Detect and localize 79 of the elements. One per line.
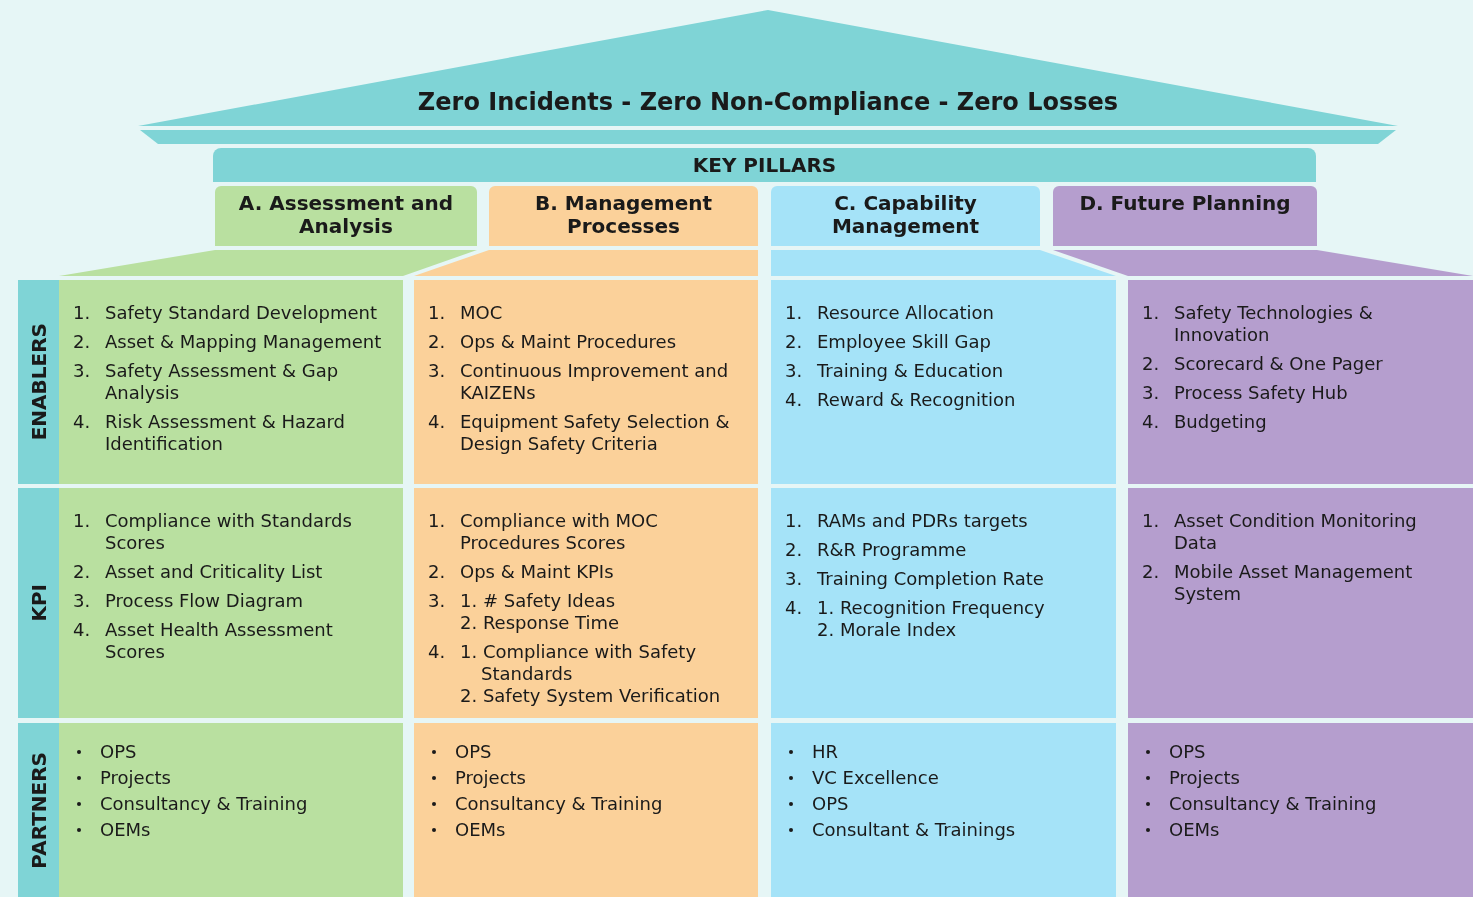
pillar-header (771, 186, 1040, 246)
list-item: OPS (1146, 741, 1465, 763)
list-item: 1. Safety Standard Development (73, 302, 379, 324)
roof-title: Zero Incidents - Zero Non-Compliance - Zero Losses (416, 87, 1120, 118)
list-item: 4. 1. Recognition Frequency (785, 597, 1046, 619)
list-item: 3. Process Safety Hub (1142, 382, 1349, 404)
list-item: 2. Asset and Criticality List (73, 561, 324, 583)
pillar-cell (771, 488, 1116, 718)
list-item: 1. MOC (428, 302, 504, 324)
pillar-header (1053, 186, 1317, 246)
row-label-band (18, 488, 59, 718)
list-item: Projects (1146, 767, 1465, 789)
list-item: 3. Safety Assessment & Gap Analysis (73, 360, 340, 404)
list-item: 2. Morale Index (816, 619, 958, 641)
row-label: KPI (25, 584, 52, 622)
list-item: 1. Resource Allocation (785, 302, 995, 324)
pillar-title: B. Management Processes (534, 192, 713, 240)
list-item: 3. Training & Education (785, 360, 1005, 382)
pillar-cell (59, 280, 403, 484)
list-item: 1. Compliance with MOC Procedures Scores (428, 510, 659, 554)
list-item: 4. Asset Health Assessment Scores (73, 619, 334, 663)
row-label: ENABLERS (25, 323, 52, 441)
list-item: Consultancy & Training (432, 793, 750, 815)
pillar-cell (414, 488, 758, 718)
pillar-cell (771, 723, 1116, 897)
list-item: 2. Ops & Maint KPIs (428, 561, 615, 583)
list-item: Consultancy & Training (77, 793, 395, 815)
banner-title: KEY PILLARS (692, 152, 837, 179)
pillar-cell (59, 488, 403, 718)
list-item: Projects (77, 767, 395, 789)
pillar-header (489, 186, 758, 246)
pillar-title: C. Capability Management (830, 192, 981, 240)
pillar-title: D. Future Planning (1078, 192, 1292, 217)
pillar-cell (771, 280, 1116, 484)
row-label: PARTNERS (25, 751, 52, 869)
list-item: OPS (789, 793, 1108, 815)
pillar-cell (1128, 280, 1473, 484)
list-item: 4. Equipment Safety Selection & Design Safety Criteria (428, 411, 731, 455)
list-item: 1. RAMs and PDRs targets (785, 510, 1029, 532)
pillar-cell (1128, 723, 1473, 897)
list-item: 4. Budgeting (1142, 411, 1268, 433)
list-item: OEMs (432, 819, 750, 841)
list-item: 2. Mobile Asset Management System (1142, 561, 1414, 605)
list-item: 1. Asset Condition Monitoring Data (1142, 510, 1418, 554)
list-item: Consultant & Trainings (789, 819, 1108, 841)
row-label-band (18, 280, 59, 484)
row-label-band (18, 723, 59, 897)
pillar-cell (59, 723, 403, 897)
pillar-cell (414, 280, 758, 484)
pillar-cell (414, 723, 758, 897)
list-item: HR (789, 741, 1108, 763)
key-pillars-banner (213, 148, 1316, 182)
list-item: 3. Training Completion Rate (785, 568, 1045, 590)
list-item: 2. Employee Skill Gap (785, 331, 992, 353)
list-item: OPS (77, 741, 395, 763)
list-item: 4. Risk Assessment & Hazard Identification (73, 411, 347, 455)
list-item: 4. 1. Compliance with Safety Standards (428, 641, 698, 685)
list-item: 2. Response Time (459, 612, 621, 634)
list-item: 1. Safety Technologies & Innovation (1142, 302, 1374, 346)
list-item: 1. Compliance with Standards Scores (73, 510, 353, 554)
list-item: 3. Process Flow Diagram (73, 590, 305, 612)
pillar-title: A. Assessment and Analysis (237, 192, 455, 240)
list-item: 3. 1. # Safety Ideas (428, 590, 617, 612)
list-item: Consultancy & Training (1146, 793, 1465, 815)
list-item: OPS (432, 741, 750, 763)
list-item: 2. Safety System Verification (459, 685, 722, 707)
pillar-cell (1128, 488, 1473, 718)
list-item: 2. Asset & Mapping Management (73, 331, 383, 353)
roof-banner (138, 8, 1398, 146)
list-item: 3. Continuous Improvement and KAIZENs (428, 360, 730, 404)
list-item: VC Excellence (789, 767, 1108, 789)
list-item: 4. Reward & Recognition (785, 389, 1017, 411)
list-item: 2. R&R Programme (785, 539, 968, 561)
list-item: 2. Ops & Maint Procedures (428, 331, 678, 353)
list-item: 2. Scorecard & One Pager (1142, 353, 1384, 375)
list-item: OEMs (77, 819, 395, 841)
list-item: Projects (432, 767, 750, 789)
pillar-header (215, 186, 477, 246)
list-item: OEMs (1146, 819, 1465, 841)
